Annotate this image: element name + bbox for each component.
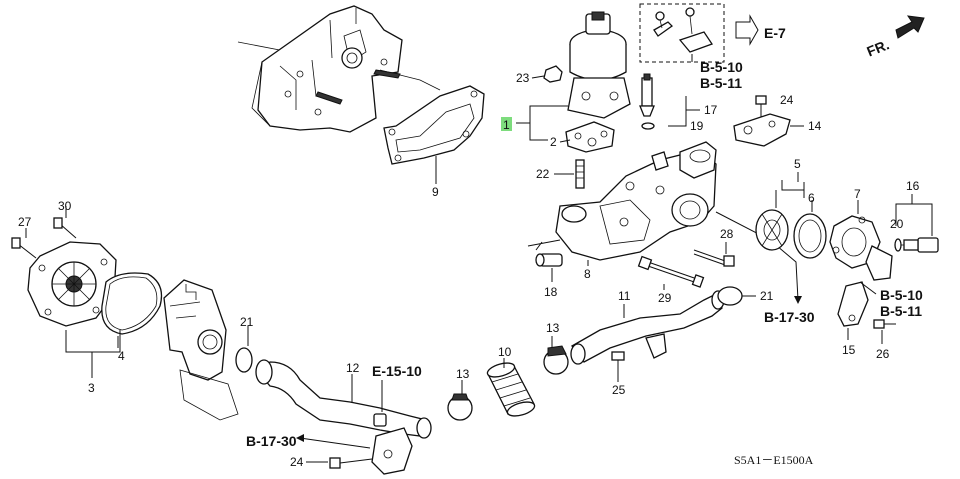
fr-label: FR. — [864, 36, 891, 59]
egr-gasket-2 — [565, 121, 615, 153]
bolt-28 — [693, 249, 735, 267]
o-ring-21-right — [717, 286, 743, 306]
callout-27: 27 — [18, 215, 32, 229]
seal-6 — [793, 213, 827, 259]
ref-b511-lower: B-5-11 — [880, 303, 922, 319]
callout-23: 23 — [516, 71, 530, 85]
callout-26: 26 — [876, 347, 890, 361]
ref-b511-upper: B-5-11 — [700, 75, 742, 91]
washer-20 — [894, 238, 902, 252]
callout-18: 18 — [544, 285, 558, 299]
washer-19 — [641, 122, 655, 130]
callout-8: 8 — [584, 267, 591, 281]
bolt-29 — [637, 255, 705, 288]
water-pipe-12 — [255, 359, 432, 475]
callout-24-lower: 24 — [290, 455, 304, 469]
water-outlet-housing-8 — [555, 141, 717, 261]
engine-side-block — [163, 279, 239, 421]
bolt-30 — [53, 217, 77, 239]
callout-21-left: 21 — [240, 315, 254, 329]
ref-e1510: E-15-10 — [372, 363, 422, 379]
callout-25: 25 — [612, 383, 626, 397]
ref-b1730-right: B-17-30 — [764, 309, 815, 325]
callout-16: 16 — [906, 179, 920, 193]
diagram-code: S5A1－E1500A — [734, 453, 814, 467]
callout-13-left: 13 — [456, 367, 470, 381]
callout-22: 22 — [536, 167, 550, 181]
gasket-9 — [383, 85, 485, 165]
hose-10 — [486, 362, 536, 417]
callout-14: 14 — [808, 119, 822, 133]
callout-28: 28 — [720, 227, 734, 241]
clamp-13-left — [447, 393, 473, 421]
bolt-24-lower — [329, 457, 373, 469]
front-direction-arrow: FR. — [864, 15, 925, 60]
ref-b1730-left: B-17-30 — [246, 433, 297, 449]
callout-11: 11 — [618, 289, 631, 303]
water-pump-3 — [27, 241, 117, 327]
highlight-1 — [501, 117, 512, 131]
callout-10: 10 — [498, 345, 512, 359]
o-ring-21-left — [235, 347, 253, 373]
callout-13-right: 13 — [546, 321, 560, 335]
clamp-13-right — [543, 345, 569, 375]
ref-e7: E-7 — [764, 25, 786, 41]
callout-9: 9 — [432, 185, 439, 199]
callout-19: 19 — [690, 119, 704, 133]
bracket-14 — [733, 113, 791, 147]
water-pipe-11 — [570, 290, 725, 365]
callout-2: 2 — [550, 135, 557, 149]
bolt-27 — [11, 237, 37, 259]
sensor-16 — [896, 237, 939, 253]
engine-block-outline — [237, 5, 441, 133]
ref-b510-upper: B-5-10 — [700, 59, 743, 75]
nut-23 — [543, 65, 563, 83]
callout-5: 5 — [794, 157, 801, 171]
callout-7: 7 — [854, 187, 861, 201]
callout-21-right: 21 — [760, 289, 774, 303]
callout-29: 29 — [658, 291, 672, 305]
callout-6: 6 — [808, 191, 815, 205]
callout-20: 20 — [890, 217, 904, 231]
thermostat-cover-7 — [829, 215, 893, 281]
callout-24-upper: 24 — [780, 93, 794, 107]
callout-15: 15 — [842, 343, 856, 357]
bracket-15 — [837, 281, 869, 327]
stud-22 — [575, 159, 585, 189]
callout-30: 30 — [58, 199, 72, 213]
callout-17: 17 — [704, 103, 718, 117]
thermostat-5 — [755, 209, 789, 251]
o-ring-4 — [101, 272, 163, 335]
callout-3: 3 — [88, 381, 95, 395]
callout-4: 4 — [118, 349, 125, 363]
sensor-17 — [639, 73, 655, 117]
bolt-26 — [873, 319, 896, 329]
callout-12: 12 — [346, 361, 360, 375]
ref-b510-lower: B-5-10 — [880, 287, 923, 303]
fitting-18 — [535, 253, 563, 267]
egr-valve — [567, 11, 631, 119]
clip-box — [639, 3, 725, 63]
bolt-25 — [611, 351, 625, 374]
callout-1: 1 — [503, 118, 510, 132]
